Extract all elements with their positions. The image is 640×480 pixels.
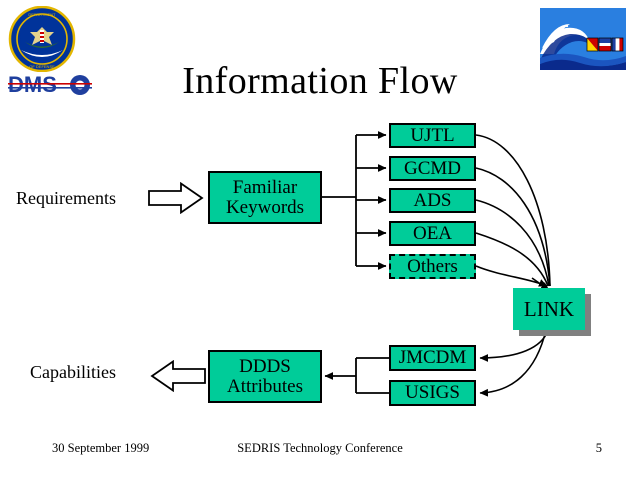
page-title: Information Flow — [182, 60, 458, 102]
svg-text:OF DEFENSE: OF DEFENSE — [29, 64, 55, 69]
node-label: OEA — [412, 222, 453, 244]
node-label: USIGS — [405, 382, 460, 404]
sedris-great-wave-icon — [540, 8, 626, 70]
requirements-block-arrow-icon — [148, 182, 204, 214]
node-ddds-attributes[interactable]: DDDS Attributes — [208, 350, 322, 403]
node-line-2: Keywords — [225, 196, 305, 218]
node-label: GCMD — [403, 157, 461, 179]
dod-seal-icon: DEPARTMENT OF DEFENSE — [8, 6, 76, 72]
label-capabilities: Capabilities — [30, 362, 116, 382]
dmso-wordmark-icon: DMS — [8, 72, 92, 97]
label-requirements: Requirements — [16, 188, 116, 208]
node-link[interactable]: LINK — [513, 288, 585, 330]
footer-page-number: 5 — [595, 441, 602, 455]
node-line-1: Familiar — [232, 176, 298, 198]
node-label: JMCDM — [398, 347, 467, 369]
node-jmcdm[interactable]: JMCDM — [389, 345, 476, 371]
node-gcmd[interactable]: GCMD — [389, 156, 476, 181]
node-ads[interactable]: ADS — [389, 188, 476, 213]
node-line-1: DDDS — [239, 355, 291, 377]
svg-text:DEPARTMENT: DEPARTMENT — [28, 12, 56, 17]
footer-title: SEDRIS Technology Conference — [237, 441, 403, 455]
node-familiar-keywords[interactable]: Familiar Keywords — [208, 171, 322, 224]
node-label: Others — [407, 255, 458, 277]
node-usigs[interactable]: USIGS — [389, 380, 476, 406]
slide-footer: 30 September 1999 SEDRIS Technology Conf… — [0, 441, 640, 461]
capabilities-block-arrow-icon — [150, 360, 206, 392]
node-label: UJTL — [410, 124, 455, 146]
node-others[interactable]: Others — [389, 254, 476, 279]
node-label: ADS — [413, 189, 452, 211]
node-label: LINK — [523, 296, 575, 321]
node-oea[interactable]: OEA — [389, 221, 476, 246]
node-line-2: Attributes — [227, 375, 303, 397]
footer-date: 30 September 1999 — [52, 441, 150, 455]
node-ujtl[interactable]: UJTL — [389, 123, 476, 148]
